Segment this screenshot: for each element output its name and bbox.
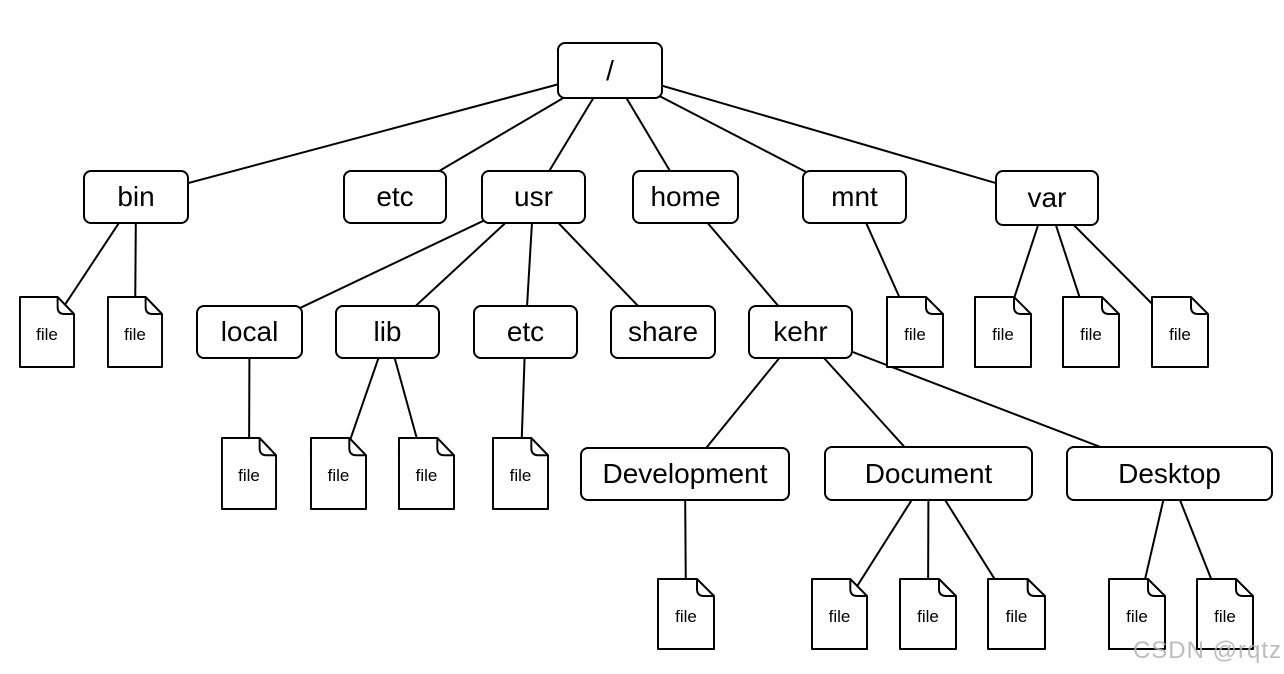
dir-node-label: etc [376,181,414,212]
dir-node-document: Document [824,446,1033,501]
file-node-label: file [1214,606,1236,626]
dir-node-label: bin [117,181,155,212]
dir-node-label: Document [864,457,993,489]
file-node-label: file [327,466,350,486]
file-icon [107,296,163,368]
file-node: file [886,296,944,368]
dir-node-lib: lib [335,305,440,359]
dir-node-label: mnt [831,181,878,212]
file-icon [1196,578,1254,650]
file-node-label: file [675,606,697,626]
file-node-label: file [124,324,146,344]
file-node: file [1151,296,1209,368]
dir-node-label: home [650,181,721,212]
dir-node-label: kehr [773,316,828,347]
file-icon [811,578,868,650]
dir-node-share: share [610,305,716,359]
file-icon [221,437,277,510]
file-node-label: file [1126,606,1148,626]
file-node: file [221,437,277,510]
file-icon [899,578,957,650]
file-icon [987,578,1046,650]
dir-node-label: local [220,316,279,347]
file-node: file [310,437,367,510]
dir-node-mnt: mnt [802,170,907,224]
file-icon [1062,296,1120,368]
file-node-label: file [1080,324,1102,344]
file-node-label: file [415,466,438,486]
file-node-label: file [238,466,260,486]
file-node-label: file [992,324,1014,344]
dir-node-root: / [557,42,663,99]
file-node: file [811,578,868,650]
dir-node-usr: usr [481,170,586,224]
file-icon [1108,578,1166,650]
dir-node-kehr: kehr [748,305,853,359]
dir-node-label: share [627,316,699,347]
dir-node-label: var [1027,182,1067,213]
file-node-label: file [36,324,58,344]
file-icon [886,296,944,368]
dir-node-label: Desktop [1118,457,1221,489]
watermark: CSDN @rqtz [1132,637,1282,664]
dir-node-var: var [995,170,1099,226]
dir-node-label: usr [514,181,553,212]
dir-node-local: local [196,305,303,359]
file-node: file [492,437,549,510]
file-icon [19,296,75,368]
file-node-label: file [904,324,926,344]
file-node: file [899,578,957,650]
file-icon [492,437,549,510]
tree-edge [609,69,1048,199]
file-node: file [657,578,715,650]
file-icon [398,437,455,510]
dir-node-label: / [606,54,614,86]
dir-node-bin: bin [83,170,189,224]
file-node: file [19,296,75,368]
dir-node-label: lib [373,316,402,347]
dir-node-label: Development [602,458,768,489]
file-node: file [107,296,163,368]
file-node-label: file [1005,606,1028,626]
file-node: file [1108,578,1166,650]
dir-node-home: home [632,170,739,224]
file-node: file [1196,578,1254,650]
dir-node-usr_etc: etc [473,305,578,359]
file-node-label: file [509,466,532,486]
file-icon [974,296,1032,368]
file-node-label: file [828,606,851,626]
file-node-label: file [917,606,939,626]
dir-node-label: etc [506,316,545,347]
file-icon [657,578,715,650]
dir-node-etc: etc [343,170,447,224]
file-node-label: file [1169,324,1191,344]
tree-edge [135,69,611,198]
dir-node-development: Development [580,447,790,501]
file-node: file [1062,296,1120,368]
file-icon [1151,296,1209,368]
dir-node-desktop: Desktop [1066,446,1273,501]
file-icon [310,437,367,510]
file-node: file [974,296,1032,368]
file-node: file [398,437,455,510]
file-node: file [987,578,1046,650]
